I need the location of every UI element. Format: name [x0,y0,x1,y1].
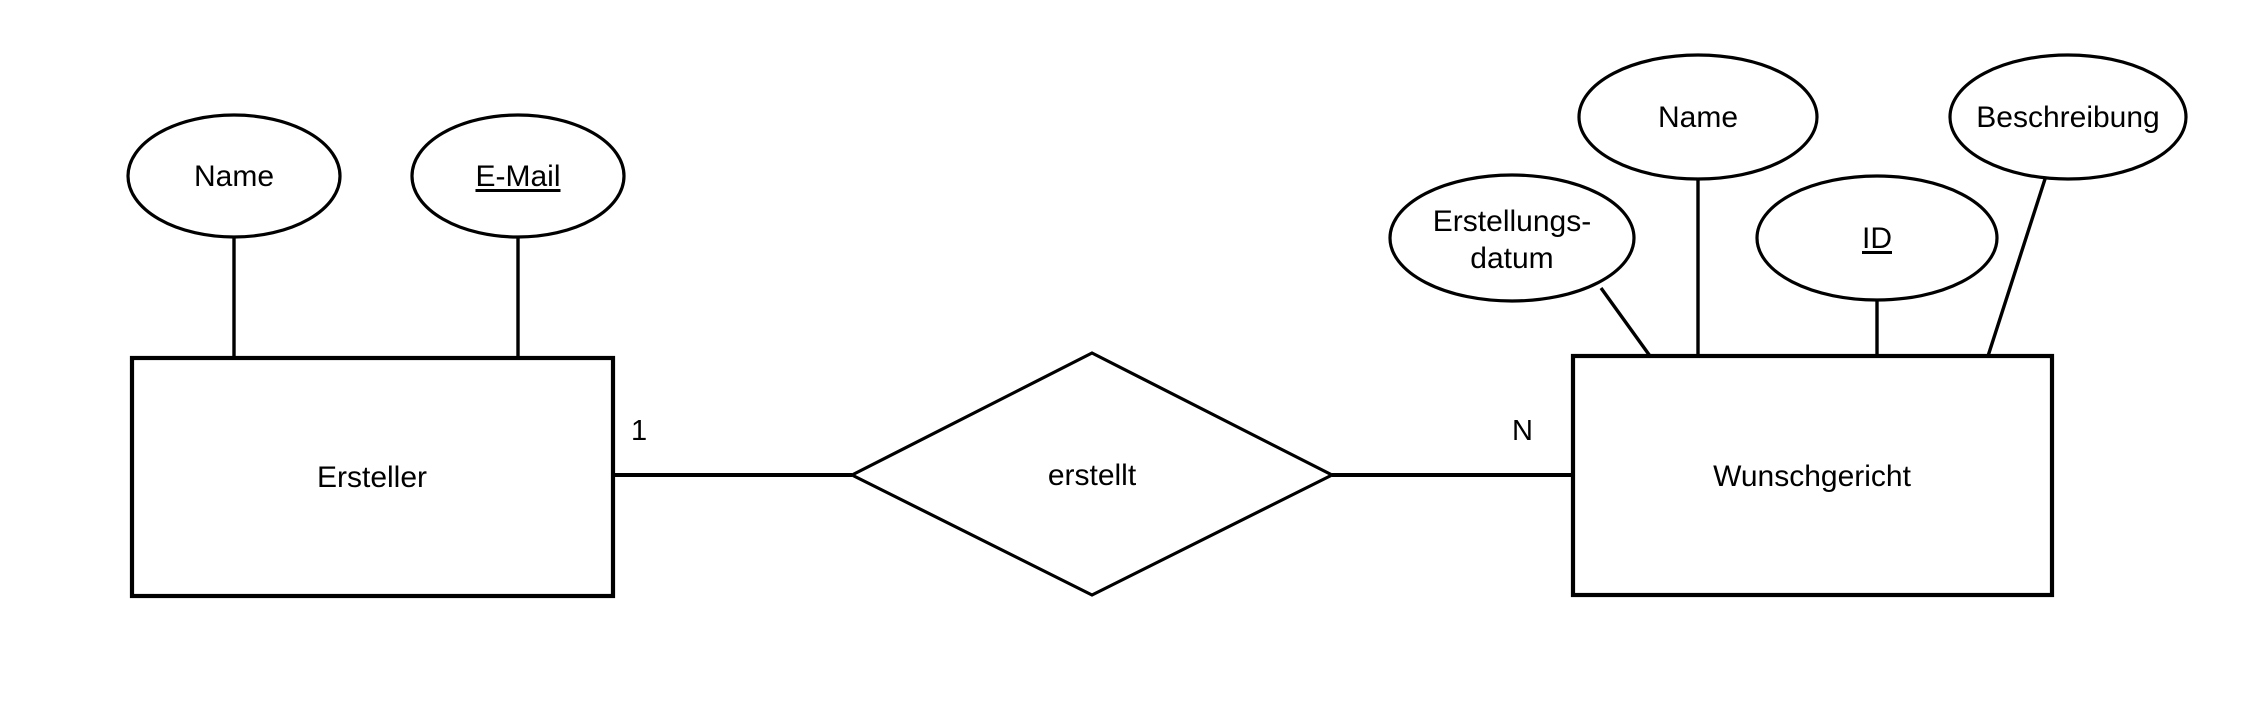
attribute-ellipse-wunschgericht-id[interactable] [1757,176,1997,300]
attribute-ellipse-ersteller-name[interactable] [128,115,340,237]
connector-wunschgericht-erstellungsdatum [1599,287,1652,357]
attribute-ellipse-ersteller-email[interactable] [412,115,624,237]
entity-box-wunschgericht[interactable] [1570,353,2055,598]
connector-wunschgericht-beschreibung [1986,178,2047,357]
attribute-ellipse-wunschgericht-erstellungsdatum[interactable] [1390,175,1634,301]
entity-box-ersteller[interactable] [129,355,616,599]
relationship-diamond-erstellt[interactable] [852,353,1332,595]
attribute-ellipse-wunschgericht-beschreibung[interactable] [1950,55,2186,179]
attribute-ellipse-wunschgericht-name[interactable] [1579,55,1817,179]
